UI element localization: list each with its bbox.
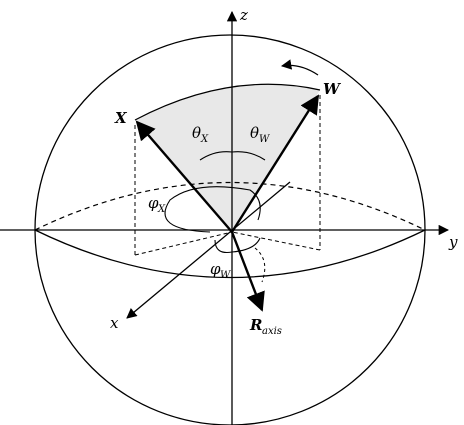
x-axis	[126, 181, 291, 319]
w-horizontal-projection	[231, 231, 321, 251]
label-w: W	[323, 80, 342, 98]
label-theta-x: θ X	[192, 124, 209, 145]
label-phi-x: φ X	[148, 194, 166, 215]
vector-w	[230, 94, 320, 233]
label-x-vector: X	[114, 109, 128, 127]
phi-x-arc	[164, 186, 261, 233]
equator-front	[34, 229, 426, 279]
svg-text:θ: θ	[250, 124, 259, 142]
rotation-arrow	[280, 59, 319, 76]
phi-w-arc	[214, 237, 261, 254]
svg-text:X: X	[200, 134, 209, 145]
label-phi-w: φ W	[210, 260, 231, 281]
svg-text:W: W	[259, 134, 270, 145]
svg-text:X: X	[157, 204, 166, 215]
svg-text:θ: θ	[192, 124, 201, 142]
equator-back	[34, 182, 426, 231]
label-r: R	[249, 316, 262, 334]
svg-text:φ: φ	[210, 260, 221, 278]
svg-text:φ: φ	[148, 194, 159, 212]
phi-w-dashed-arc	[254, 247, 266, 283]
theta-w-arc	[231, 151, 266, 161]
x-horizontal-projection	[134, 231, 233, 256]
theta-x-arc	[199, 151, 233, 161]
label-theta-w: θ W	[250, 124, 270, 145]
vector-r-axis	[230, 231, 265, 312]
label-r-sub: axis	[262, 326, 282, 337]
label-y: y	[448, 233, 458, 251]
label-r-axis: R axis	[249, 316, 282, 337]
shaded-sector	[135, 84, 320, 231]
sector-arc	[134, 83, 321, 121]
vector-x	[135, 120, 233, 233]
svg-text:W: W	[220, 270, 231, 281]
label-x-axis: x	[110, 314, 119, 332]
label-z: z	[239, 6, 248, 24]
